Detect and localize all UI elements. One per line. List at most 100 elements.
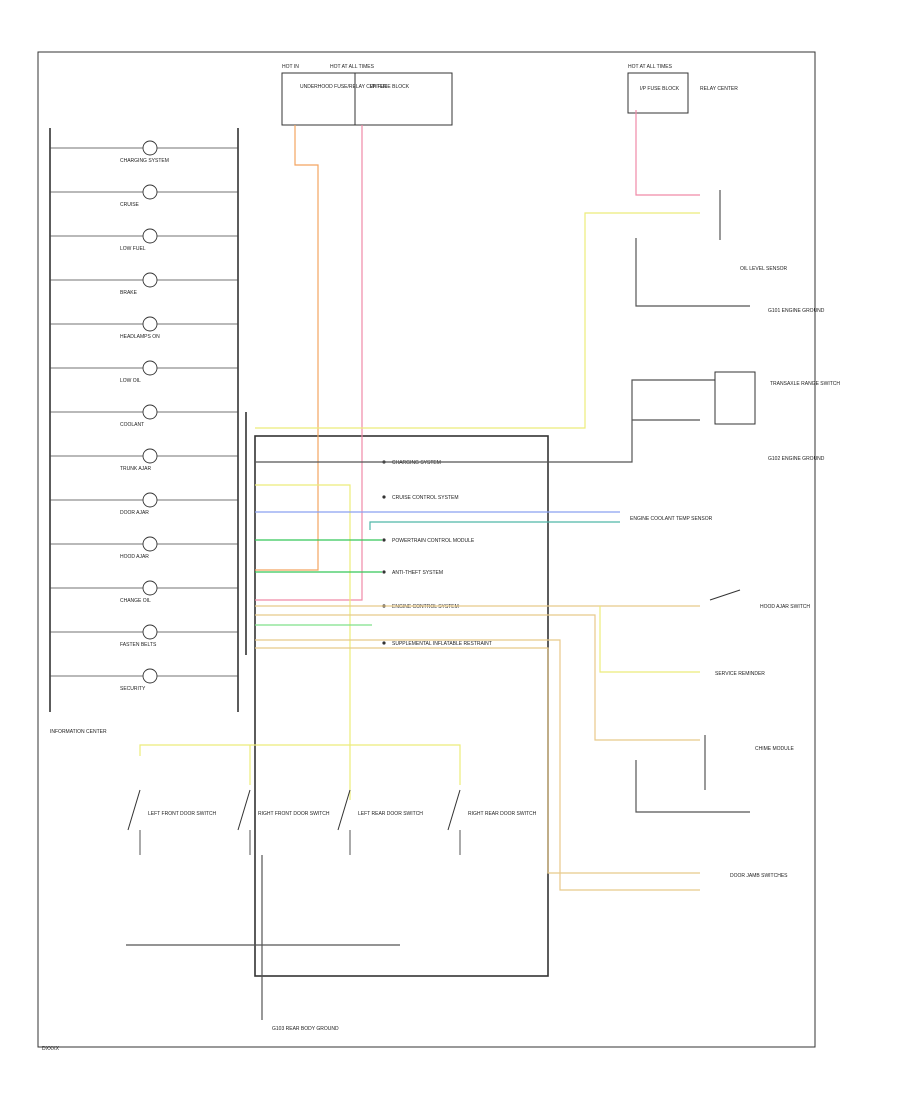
fuse-block-right: HOT AT ALL TIMES I/P FUSE BLOCK RELAY CE… xyxy=(627,64,738,114)
wires xyxy=(126,110,750,1020)
indicator-label: FASTEN BELTS xyxy=(120,642,157,648)
wire-orange xyxy=(255,125,319,571)
system-label: CRUISE CONTROL SYSTEM xyxy=(392,495,459,501)
wire-gray-4 xyxy=(635,760,750,813)
indicator-label: HOOD AJAR xyxy=(120,554,149,560)
bulb-icon xyxy=(142,668,158,684)
indicator-lamp: HOOD AJAR xyxy=(50,536,238,560)
door-switch-label: RIGHT FRONT DOOR SWITCH xyxy=(258,811,330,817)
wire-tan-2 xyxy=(255,614,700,741)
wire-gray-1 xyxy=(255,379,715,463)
fuse-right-head: HOT AT ALL TIMES xyxy=(628,64,673,70)
bulb-icon xyxy=(142,624,158,640)
splice-dot xyxy=(382,495,386,499)
hood-switch-label: HOOD AJAR SWITCH xyxy=(760,604,810,610)
system-label: ENGINE CONTROL SYSTEM xyxy=(392,604,459,610)
indicator-lamp: CRUISE xyxy=(50,184,238,208)
wire-yellow-door xyxy=(255,484,351,745)
fuse-left-head: HOT IN xyxy=(282,64,299,70)
system-ref: ANTI-THEFT SYSTEM xyxy=(382,570,443,576)
ground-g1-label: G101 ENGINE GROUND xyxy=(768,308,825,314)
system-label: ANTI-THEFT SYSTEM xyxy=(392,570,443,576)
system-ref: CRUISE CONTROL SYSTEM xyxy=(382,495,459,501)
bulb-icon xyxy=(142,228,158,244)
system-layer: CHARGING SYSTEM CRUISE CONTROL SYSTEM POWE… xyxy=(382,460,492,647)
indicator-lamp: BRAKE xyxy=(50,272,238,296)
fuse-mid-head: HOT AT ALL TIMES xyxy=(330,64,375,70)
indicator-label: CRUISE xyxy=(120,202,140,208)
indicator-lamp: COOLANT xyxy=(50,404,238,428)
wire-yellow-hood xyxy=(599,606,700,673)
system-label: POWERTRAIN CONTROL MODULE xyxy=(392,538,475,544)
indicator-lamp: DOOR AJAR xyxy=(50,492,238,516)
bulb-icon xyxy=(142,404,158,420)
indicator-label: SECURITY xyxy=(120,686,146,692)
splice-dot xyxy=(382,538,386,542)
indicator-label: LOW FUEL xyxy=(120,246,146,252)
fuse-mid-body: I/P FUSE BLOCK xyxy=(370,84,410,90)
indicator-label: CHARGING SYSTEM xyxy=(120,158,169,164)
indicator-lamp: LOW OIL xyxy=(50,360,238,384)
bulb-icon xyxy=(142,448,158,464)
wire-door-bus xyxy=(139,744,461,785)
service-reminder-label: SERVICE REMINDER xyxy=(715,671,765,677)
door-switch: LEFT FRONT DOOR SWITCH xyxy=(127,789,217,855)
ground-g3-label: G103 REAR BODY GROUND xyxy=(272,1026,339,1032)
page-ref: DXXXX xyxy=(42,1046,60,1052)
bulb-icon xyxy=(142,140,158,156)
fuse-right-body: I/P FUSE BLOCK xyxy=(640,86,680,92)
indicator-lamp: CHANGE OIL xyxy=(50,580,238,604)
transaxle-switch: TRANSAXLE RANGE SWITCH xyxy=(714,371,840,425)
indicator-label: DOOR AJAR xyxy=(120,510,149,516)
wire-pink-right xyxy=(635,110,700,196)
door-switch-block-label: DOOR JAMB SWITCHES xyxy=(730,873,788,879)
cluster-name: INFORMATION CENTER xyxy=(50,729,107,735)
splice-dot xyxy=(382,570,386,574)
bulb-icon xyxy=(142,360,158,376)
system-ref: ENGINE CONTROL SYSTEM xyxy=(382,604,459,610)
wire-yellow-top xyxy=(255,212,700,429)
oil-level-sensor-label: OIL LEVEL SENSOR xyxy=(740,266,788,272)
wire-pink xyxy=(255,125,363,601)
wire-tan-3 xyxy=(255,639,700,891)
indicator-lamp: CHARGING SYSTEM xyxy=(50,140,238,164)
door-switch: LEFT REAR DOOR SWITCH xyxy=(337,789,423,855)
switch-contact xyxy=(337,789,351,831)
door-switch-label: LEFT REAR DOOR SWITCH xyxy=(358,811,423,817)
indicator-lamp: HEADLAMPS ON xyxy=(50,316,238,340)
bulb-icon xyxy=(142,536,158,552)
wire-tan-4 xyxy=(255,647,700,874)
coolant-sensor-label: ENGINE COOLANT TEMP SENSOR xyxy=(630,516,713,522)
ground-g2-label: G102 ENGINE GROUND xyxy=(768,456,825,462)
switch-contact xyxy=(237,789,251,831)
oil-level-sensor: OIL LEVEL SENSOR xyxy=(719,190,788,272)
indicator-label: CHANGE OIL xyxy=(120,598,151,604)
bulb-icon xyxy=(142,492,158,508)
system-label: SUPPLEMENTAL INFLATABLE RESTRAINT xyxy=(392,641,492,647)
indicator-lamp: LOW FUEL xyxy=(50,228,238,252)
chime-module: CHIME MODULE xyxy=(704,735,795,790)
bulb-icon xyxy=(142,184,158,200)
transaxle-switch-label: TRANSAXLE RANGE SWITCH xyxy=(770,381,840,387)
bulb-icon xyxy=(142,272,158,288)
door-switch: RIGHT FRONT DOOR SWITCH xyxy=(237,789,330,855)
switch-contact xyxy=(447,789,461,831)
hood-switch: HOOD AJAR SWITCH xyxy=(709,589,810,610)
system-ref: SUPPLEMENTAL INFLATABLE RESTRAINT xyxy=(382,641,492,647)
indicator-label: HEADLAMPS ON xyxy=(120,334,160,340)
door-switch-label: RIGHT REAR DOOR SWITCH xyxy=(468,811,537,817)
diagram-frame xyxy=(37,51,816,1048)
indicator-label: LOW OIL xyxy=(120,378,141,384)
indicator-label: COOLANT xyxy=(120,422,144,428)
door-switch-label: LEFT FRONT DOOR SWITCH xyxy=(148,811,217,817)
chime-module-label: CHIME MODULE xyxy=(755,746,795,752)
indicator-label: BRAKE xyxy=(120,290,138,296)
system-ref: POWERTRAIN CONTROL MODULE xyxy=(382,538,475,544)
bulb-icon xyxy=(142,316,158,332)
door-switch: RIGHT REAR DOOR SWITCH xyxy=(447,789,537,855)
system-ref: CHARGING SYSTEM xyxy=(382,460,441,466)
fuse-left-body: UNDERHOOD FUSE/RELAY CENTER xyxy=(300,84,387,90)
wire-teal xyxy=(369,521,620,530)
indicator-layer: CHARGING SYSTEM CRUISE LOW FUEL BRAKE HEADLA… xyxy=(50,140,238,692)
